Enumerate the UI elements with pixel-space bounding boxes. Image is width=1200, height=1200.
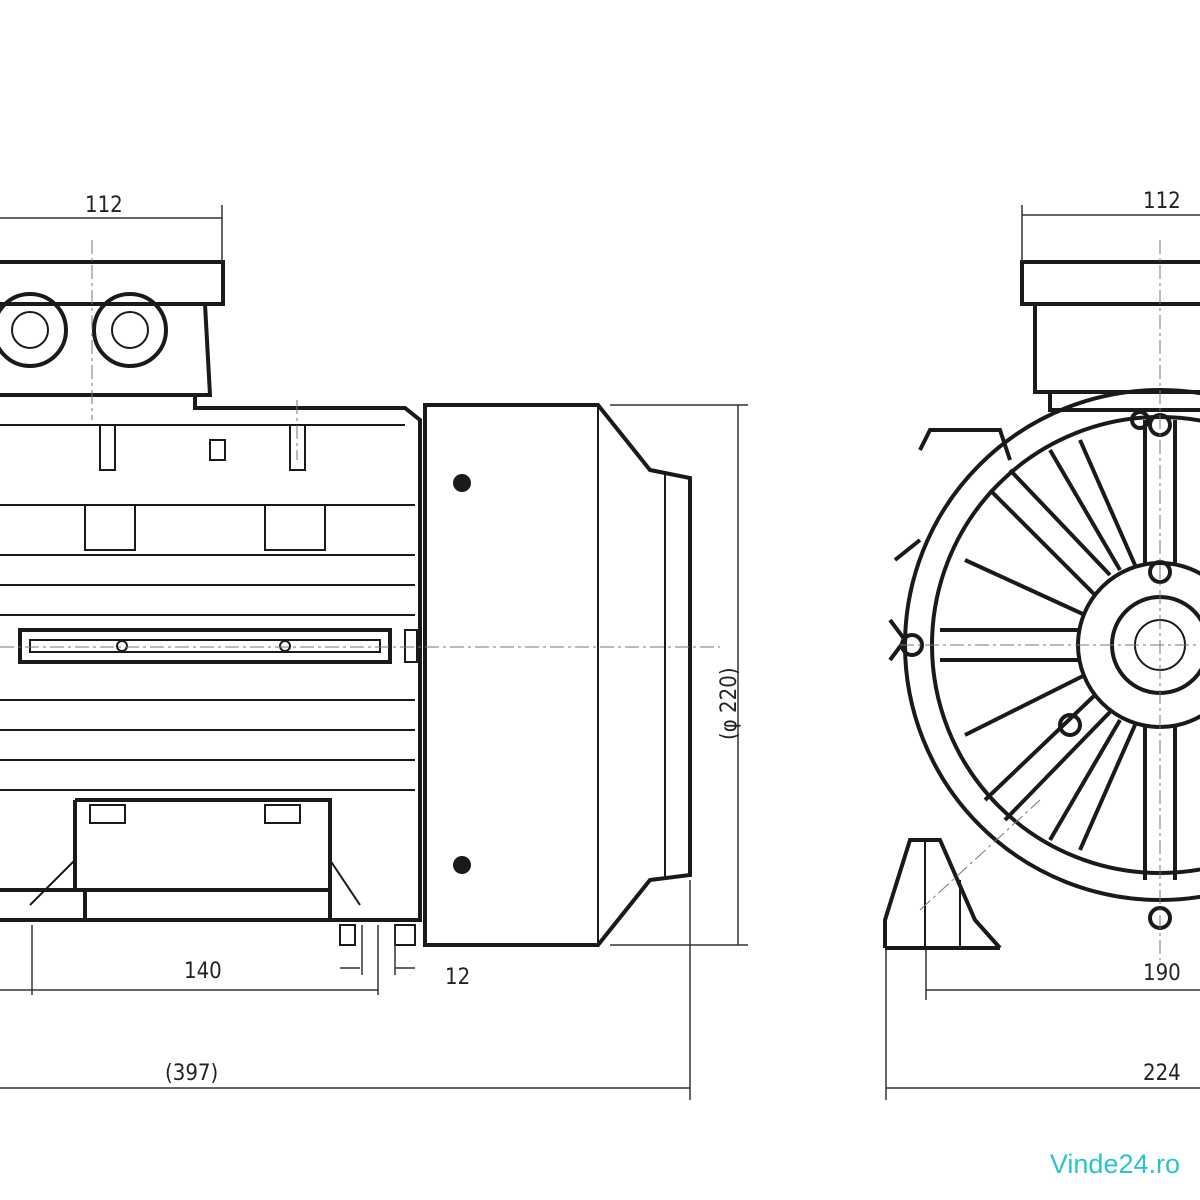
dim-terminal-box-width-front: 112	[1143, 189, 1181, 214]
dim-foot-offset: 12	[445, 965, 470, 990]
dim-foot-hole-spacing-front: 190	[1143, 961, 1181, 986]
screw-icon	[453, 856, 471, 874]
screw-icon	[453, 474, 471, 492]
front-foot	[883, 838, 1002, 950]
dim-terminal-box-width: 112	[85, 193, 123, 218]
dim-fan-cover-diameter: (φ 220)	[717, 667, 742, 740]
dim-overall-length: (397)	[165, 1061, 218, 1086]
watermark: Vinde24.ro	[1049, 1149, 1180, 1179]
terminal-box-front	[1020, 260, 1200, 412]
terminal-box	[0, 260, 225, 397]
front-dimensions: 112 190 224	[885, 189, 1200, 1100]
fan-cover	[423, 403, 692, 947]
end-shield	[888, 388, 1200, 930]
dim-foot-width: 224	[1143, 1061, 1181, 1086]
dim-foot-hole-spacing: 140	[184, 959, 222, 984]
side-dimensions: 112 (φ 220) 140 12 (397)	[0, 193, 748, 1100]
side-view: 112 (φ 220) 140 12 (397)	[0, 193, 748, 1100]
front-view: 112 190 224	[883, 189, 1200, 1100]
motor-body	[0, 395, 422, 946]
